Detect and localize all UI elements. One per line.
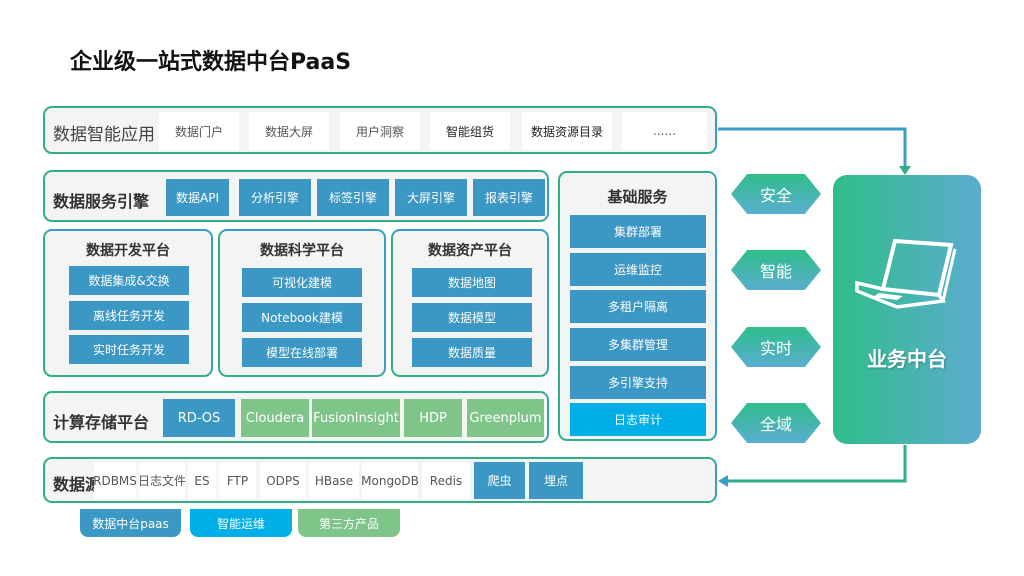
source-item[interactable]: HBase xyxy=(309,462,359,499)
source-item[interactable]: ES xyxy=(188,462,216,499)
service-item[interactable]: 分析引擎 xyxy=(239,179,311,216)
source-item[interactable]: RDBMS xyxy=(93,462,137,499)
services-panel: 数据服务引擎 数据API 分析引擎 标签引擎 大屏引擎 报表引擎 xyxy=(43,170,549,222)
platform-item[interactable]: 可视化建模 xyxy=(242,268,362,297)
platform-item[interactable]: 数据集成&交换 xyxy=(69,266,189,295)
platform-item[interactable]: 离线任务开发 xyxy=(69,301,189,330)
science-platform-title: 数据科学平台 xyxy=(260,243,344,259)
service-item[interactable]: 标签引擎 xyxy=(317,179,389,216)
legend-third-party: 第三方产品 xyxy=(298,509,400,537)
base-services-panel: 基础服务 集群部署 运维监控 多租户隔离 多集群管理 多引擎支持 日志审计 xyxy=(558,171,717,441)
service-item[interactable]: 大屏引擎 xyxy=(395,179,467,216)
science-platform-panel: 数据科学平台 可视化建模 Notebook建模 模型在线部署 xyxy=(218,229,386,377)
compute-item[interactable]: RD-OS xyxy=(163,399,235,437)
platform-item[interactable]: 模型在线部署 xyxy=(242,338,362,367)
base-service-item[interactable]: 运维监控 xyxy=(570,253,706,286)
services-label: 数据服务引擎 xyxy=(53,192,150,211)
base-service-item[interactable]: 多引擎支持 xyxy=(570,366,706,399)
apps-panel: 数据智能应用 数据门户 数据大屏 用户洞察 智能组货 数据资源目录 ...... xyxy=(43,106,717,154)
apps-label: 数据智能应用 xyxy=(53,125,155,145)
platform-item[interactable]: 数据质量 xyxy=(412,338,532,367)
page-title: 企业级一站式数据中台PaaS xyxy=(70,50,352,75)
source-item[interactable]: 爬虫 xyxy=(474,462,525,499)
arrow-apps-to-business xyxy=(718,127,907,168)
feature-realtime: 实时 xyxy=(731,327,821,367)
compute-item[interactable]: Greenplum xyxy=(467,399,544,437)
source-item[interactable]: ODPS xyxy=(260,462,306,499)
app-item[interactable]: 数据资源目录 xyxy=(522,112,612,150)
arrow-business-to-sources xyxy=(726,445,907,483)
base-services-title: 基础服务 xyxy=(607,188,668,206)
source-item[interactable]: MongoDB xyxy=(361,462,419,499)
app-item[interactable]: 数据门户 xyxy=(159,112,239,150)
platform-item[interactable]: 数据地图 xyxy=(412,268,532,297)
platform-item[interactable]: Notebook建模 xyxy=(242,303,362,332)
source-item[interactable]: Redis xyxy=(422,462,470,499)
asset-platform-panel: 数据资产平台 数据地图 数据模型 数据质量 xyxy=(391,229,549,377)
base-service-item[interactable]: 集群部署 xyxy=(570,215,706,248)
source-item[interactable]: 日志文件 xyxy=(138,462,186,499)
business-platform: 业务中台 xyxy=(833,175,981,444)
source-item[interactable]: FTP xyxy=(219,462,256,499)
sources-label: 数据源 xyxy=(53,475,102,494)
app-item[interactable]: 数据大屏 xyxy=(249,112,329,150)
legend-paas: 数据中台paas xyxy=(80,509,181,537)
legend-ops: 智能运维 xyxy=(190,509,292,537)
source-item[interactable]: 埋点 xyxy=(529,462,583,499)
arrow-head-down xyxy=(899,166,911,175)
compute-panel: 计算存储平台 RD-OS Cloudera FusionInsight HDP … xyxy=(43,391,549,443)
base-service-item[interactable]: 多集群管理 xyxy=(570,328,706,361)
arrow-head-left xyxy=(718,475,728,487)
base-service-item[interactable]: 多租户隔离 xyxy=(570,290,706,323)
app-item-more[interactable]: ...... xyxy=(622,112,707,150)
compute-item[interactable]: HDP xyxy=(404,399,462,437)
base-service-item[interactable]: 日志审计 xyxy=(570,403,706,436)
service-item[interactable]: 数据API xyxy=(166,179,229,216)
sources-panel: 数据源 RDBMS 日志文件 ES FTP ODPS HBase MongoDB… xyxy=(43,457,717,503)
app-item[interactable]: 用户洞察 xyxy=(340,112,420,150)
platform-item[interactable]: 实时任务开发 xyxy=(69,335,189,364)
laptop-icon xyxy=(855,238,957,309)
feature-security: 安全 xyxy=(731,174,821,214)
service-item[interactable]: 报表引擎 xyxy=(473,179,545,216)
compute-label: 计算存储平台 xyxy=(53,413,150,432)
compute-item[interactable]: Cloudera xyxy=(241,399,309,437)
feature-global: 全域 xyxy=(731,403,821,443)
dev-platform-panel: 数据开发平台 数据集成&交换 离线任务开发 实时任务开发 xyxy=(43,229,213,377)
app-item[interactable]: 智能组货 xyxy=(430,112,510,150)
feature-intelligent: 智能 xyxy=(731,250,821,290)
platform-item[interactable]: 数据模型 xyxy=(412,303,532,332)
dev-platform-title: 数据开发平台 xyxy=(86,243,170,259)
compute-item[interactable]: FusionInsight xyxy=(312,399,400,437)
business-platform-label: 业务中台 xyxy=(867,347,947,371)
asset-platform-title: 数据资产平台 xyxy=(428,243,512,259)
